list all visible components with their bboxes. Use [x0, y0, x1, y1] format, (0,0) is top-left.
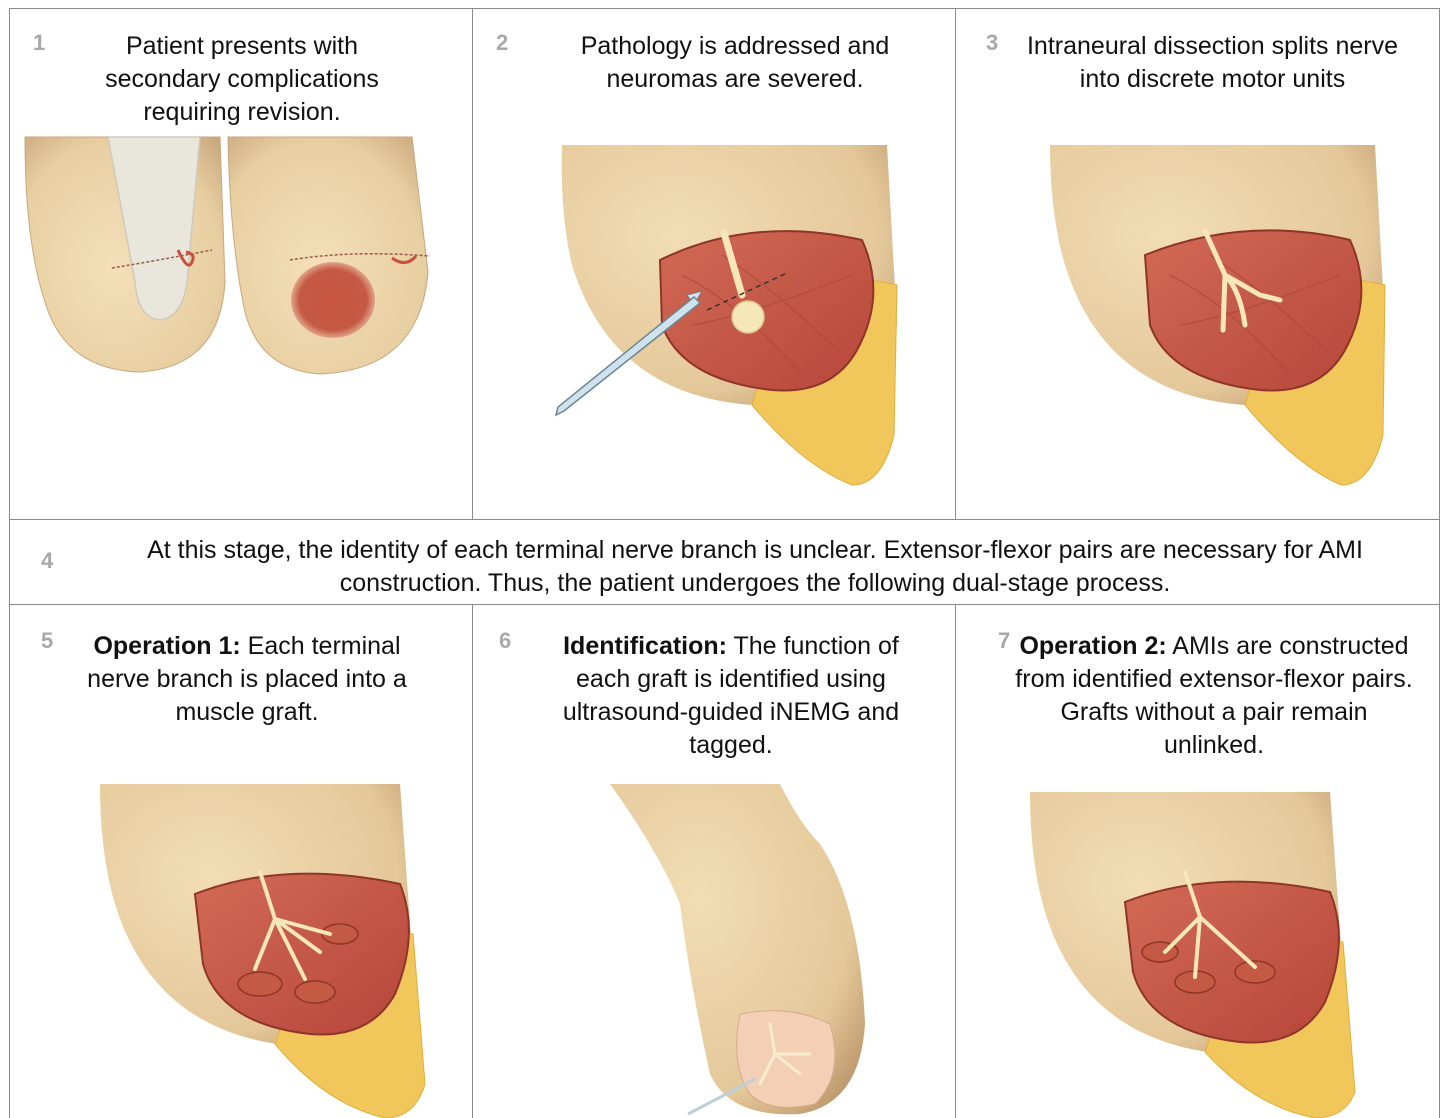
panel-5-illustration [95, 784, 455, 1118]
divider-col1-top [472, 8, 473, 520]
divider-col2-bottom [955, 604, 956, 1118]
panel-6-caption-bold: Identification: [563, 632, 727, 660]
panel-4-caption: At this stage, the identity of each term… [75, 534, 1435, 600]
panel-5-caption: Operation 1: Each terminal nerve branch … [72, 630, 422, 729]
panel-7-caption-bold: Operation 2: [1019, 632, 1166, 660]
panel-5-caption-bold: Operation 1: [93, 632, 240, 660]
panel-7-illustration [1025, 792, 1385, 1118]
panel-1-number: 1 [33, 30, 45, 56]
skin-window [737, 1011, 835, 1108]
wound-area [291, 262, 375, 338]
panel-2-illustration [552, 145, 912, 490]
panel-6-caption: Identification: The function of each gra… [536, 630, 926, 762]
divider-top-row [9, 519, 1440, 520]
panel-3-caption: Intraneural dissection splits nerve into… [1010, 30, 1415, 96]
panel-4-number: 4 [41, 548, 53, 574]
panel-7-caption: Operation 2: AMIs are constructed from i… [1008, 630, 1420, 762]
panel-2-number: 2 [496, 30, 508, 56]
panel-3-illustration [1045, 145, 1405, 490]
panel-5-number: 5 [41, 628, 53, 654]
divider-middle-row [9, 604, 1440, 605]
residual-limb-side [228, 137, 428, 374]
panel-6-number: 6 [499, 628, 511, 654]
panel-1-illustration [20, 132, 460, 392]
panel-1-caption: Patient presents with secondary complica… [72, 30, 412, 129]
divider-col1-bottom [472, 604, 473, 1118]
panel-6-illustration [600, 784, 880, 1118]
neuroma-bulb [732, 301, 764, 333]
panel-3-number: 3 [986, 30, 998, 56]
panel-2-caption: Pathology is addressed and neuromas are … [540, 30, 930, 96]
muscle-graft-1 [238, 972, 282, 996]
muscle-graft-2 [295, 981, 335, 1003]
divider-col2-top [955, 8, 956, 520]
